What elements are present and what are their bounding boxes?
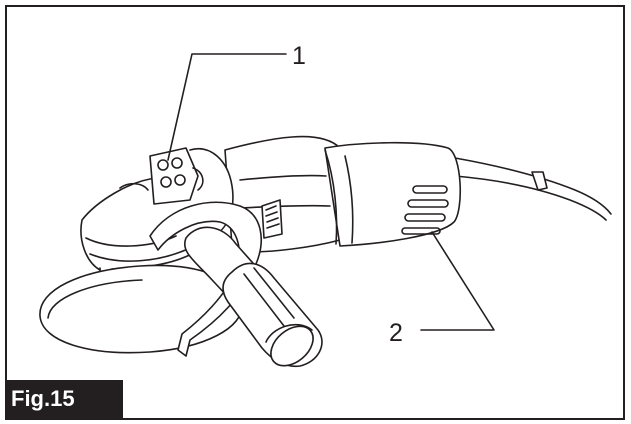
air-vent-icon: [401, 185, 449, 235]
power-cord-icon: [454, 157, 612, 221]
callout-2-number: 2: [389, 319, 403, 347]
figure-label: Fig.15: [5, 380, 123, 418]
side-grip-icon: [183, 226, 323, 368]
callout-1-leader: [167, 53, 287, 161]
shaft-lock-icon: [149, 147, 204, 205]
callout-1-number: 1: [292, 42, 306, 70]
callout-2-leader: [420, 231, 495, 331]
